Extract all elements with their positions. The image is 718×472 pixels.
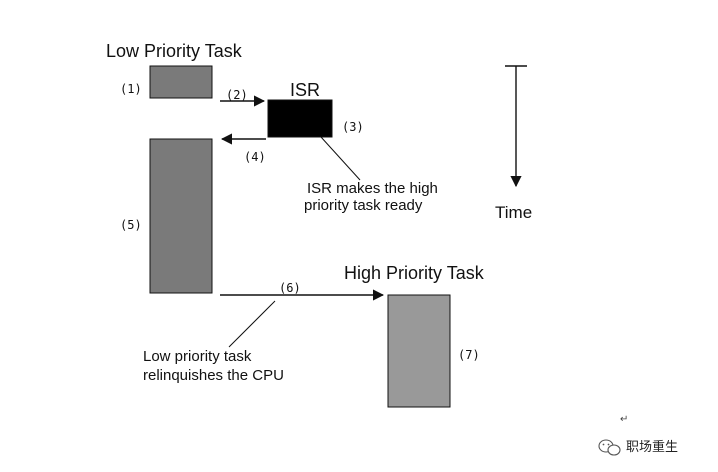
- step-2-label: (2): [226, 88, 248, 102]
- low-priority-task-title: Low Priority Task: [106, 41, 243, 61]
- step-6-label: (6): [279, 281, 301, 295]
- time-label: Time: [495, 203, 532, 222]
- high-priority-task-title: High Priority Task: [344, 263, 485, 283]
- isr-note-line-1: ISR makes the high: [307, 180, 438, 197]
- low-note-line-2: relinquishes the CPU: [143, 367, 284, 384]
- isr-note-line-2: priority task ready: [304, 197, 423, 214]
- low-note-pointer: [228, 300, 276, 348]
- isr-title: ISR: [290, 80, 320, 100]
- isr-note-pointer: [320, 136, 361, 181]
- low-note-line-1: Low priority task: [143, 348, 252, 365]
- step-7-label: (7): [458, 348, 480, 362]
- step-1-label: (1): [120, 82, 142, 96]
- step-3-label: (3): [342, 120, 364, 134]
- isr-block: [267, 99, 333, 138]
- return-mark: ↵: [620, 414, 628, 425]
- low-task-block-1: [149, 65, 213, 99]
- wechat-icon: [598, 439, 621, 456]
- low-task-block-5: [149, 138, 213, 294]
- step-5-label: (5): [120, 218, 142, 232]
- high-task-block-7: [387, 294, 451, 408]
- step-4-label: (4): [244, 150, 266, 164]
- watermark-text: 职场重生: [626, 439, 678, 455]
